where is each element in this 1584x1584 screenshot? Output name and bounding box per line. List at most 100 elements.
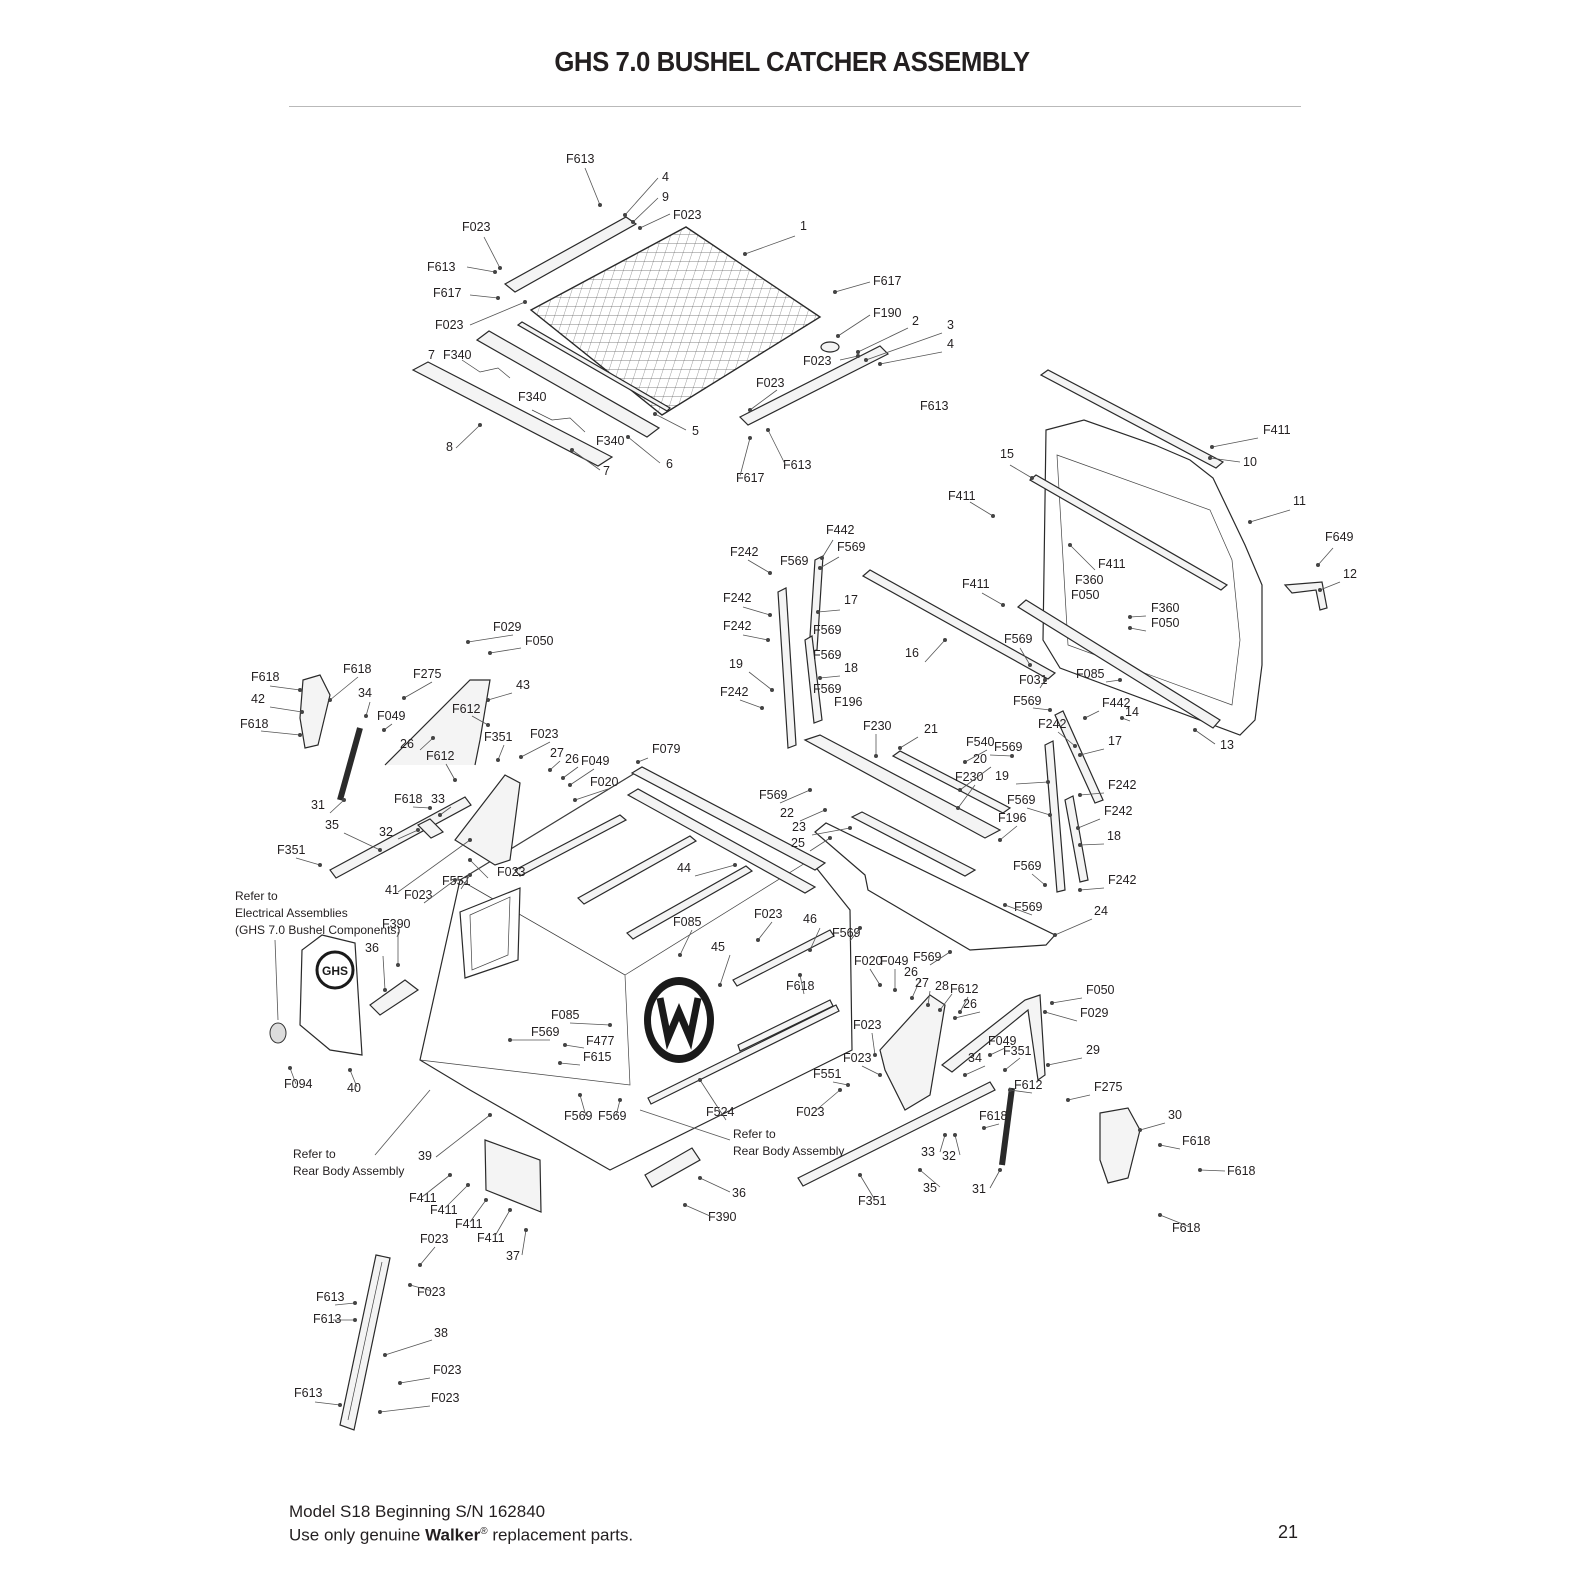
part-label: F020 — [590, 775, 619, 789]
fastener-marker — [988, 1053, 992, 1057]
screen-strip-5 — [516, 321, 671, 412]
part-label: F275 — [1094, 1080, 1123, 1094]
part-label: F411 — [948, 489, 976, 503]
fastener-marker — [468, 858, 472, 862]
leader-line — [959, 766, 992, 791]
part-label: F617 — [873, 274, 902, 288]
fastener-marker — [733, 863, 737, 867]
part-label: F242 — [1108, 873, 1137, 887]
leader-line — [487, 692, 513, 701]
leader-line — [397, 839, 471, 893]
fastener-marker — [1010, 754, 1014, 758]
part-label: 42 — [251, 692, 265, 706]
leader-line — [699, 1177, 731, 1193]
part-label: F442 — [1102, 696, 1131, 710]
part-label: F242 — [723, 591, 752, 605]
page-number: 21 — [1278, 1522, 1299, 1542]
fastener-marker — [508, 1038, 512, 1042]
leader-line — [699, 1079, 727, 1121]
leader-line — [639, 213, 671, 229]
part-label: 41 — [385, 883, 399, 897]
leader-line — [813, 1089, 841, 1113]
fastener-marker — [743, 252, 747, 256]
fastener-marker — [402, 696, 406, 700]
part-label: F360 — [1075, 573, 1104, 587]
part-label: F618 — [343, 662, 372, 676]
leader-line — [999, 825, 1018, 841]
part-label: F230 — [863, 719, 892, 733]
part-label: F551 — [813, 1067, 842, 1081]
part-label: F411 — [430, 1203, 458, 1217]
part-label: F612 — [452, 702, 481, 716]
part-label: F442 — [826, 523, 855, 537]
leader-line — [924, 639, 946, 663]
fastener-marker — [636, 760, 640, 764]
part-label: 25 — [791, 836, 805, 850]
leader-line — [579, 1094, 587, 1117]
rib-side-1 — [732, 929, 835, 987]
fastener-marker — [998, 838, 1002, 842]
part-label: 29 — [1086, 1043, 1100, 1057]
part-label: F029 — [493, 620, 522, 634]
part-label: F050 — [1151, 616, 1180, 630]
fastener-marker — [1043, 883, 1047, 887]
leader-line — [819, 675, 841, 679]
leader-line — [1077, 818, 1101, 829]
part-label: F242 — [1104, 804, 1133, 818]
fastener-marker — [398, 1381, 402, 1385]
part-label: F569 — [531, 1025, 560, 1039]
leader-line — [295, 857, 321, 866]
part-label: 36 — [365, 941, 379, 955]
fastener-marker — [718, 983, 722, 987]
handle-36-upper — [369, 979, 420, 1016]
leader-line — [832, 1081, 849, 1086]
leader-line — [694, 864, 736, 877]
leader-line — [269, 706, 303, 713]
leader-line — [343, 832, 381, 851]
leader-line — [562, 766, 579, 779]
leader-line — [679, 929, 693, 956]
fastener-marker — [623, 213, 627, 217]
leader-line — [959, 996, 969, 1013]
leader-line — [1004, 1057, 1021, 1071]
part-label: F569 — [1013, 859, 1042, 873]
fastener-marker — [678, 953, 682, 957]
title-divider — [289, 106, 1301, 107]
part-label: 14 — [1125, 705, 1139, 719]
part-label: 40 — [347, 1081, 361, 1095]
leader-line — [871, 1032, 876, 1056]
screen-frame-rail-left — [503, 216, 638, 293]
fastener-marker — [561, 776, 565, 780]
part-label: F569 — [564, 1109, 593, 1123]
fastener-marker — [466, 640, 470, 644]
leader-line — [329, 799, 345, 814]
part-label: F020 — [854, 954, 883, 968]
refer-electrical-line1: Refer to — [235, 889, 278, 903]
leader-line — [397, 829, 419, 840]
leader-line — [1159, 1144, 1181, 1150]
part-label: 11 — [1293, 494, 1306, 508]
latch-bracket-30 — [1099, 1107, 1141, 1184]
leader-line — [423, 879, 456, 904]
end-panel-inner — [1056, 454, 1241, 706]
leader-line — [334, 1302, 356, 1306]
part-label: F242 — [730, 545, 759, 559]
leader-line — [627, 436, 661, 464]
fastener-marker — [938, 1008, 942, 1012]
part-label: F023 — [853, 1018, 882, 1032]
fastener-marker — [1046, 1063, 1050, 1067]
gas-spring-31 — [337, 727, 363, 801]
part-label: F050 — [525, 634, 554, 648]
fastener-marker — [573, 798, 577, 802]
leader-line — [839, 355, 859, 361]
fastener-marker — [1043, 1010, 1047, 1014]
fastener-marker — [683, 1203, 687, 1207]
strip-15 — [1028, 474, 1229, 591]
bracket-32-left — [416, 818, 445, 839]
fastener-marker — [756, 938, 760, 942]
screen-frame-rail-right — [738, 345, 890, 426]
fastener-marker — [378, 1410, 382, 1414]
fastener-marker — [1198, 1168, 1202, 1172]
leader-line — [911, 979, 921, 999]
